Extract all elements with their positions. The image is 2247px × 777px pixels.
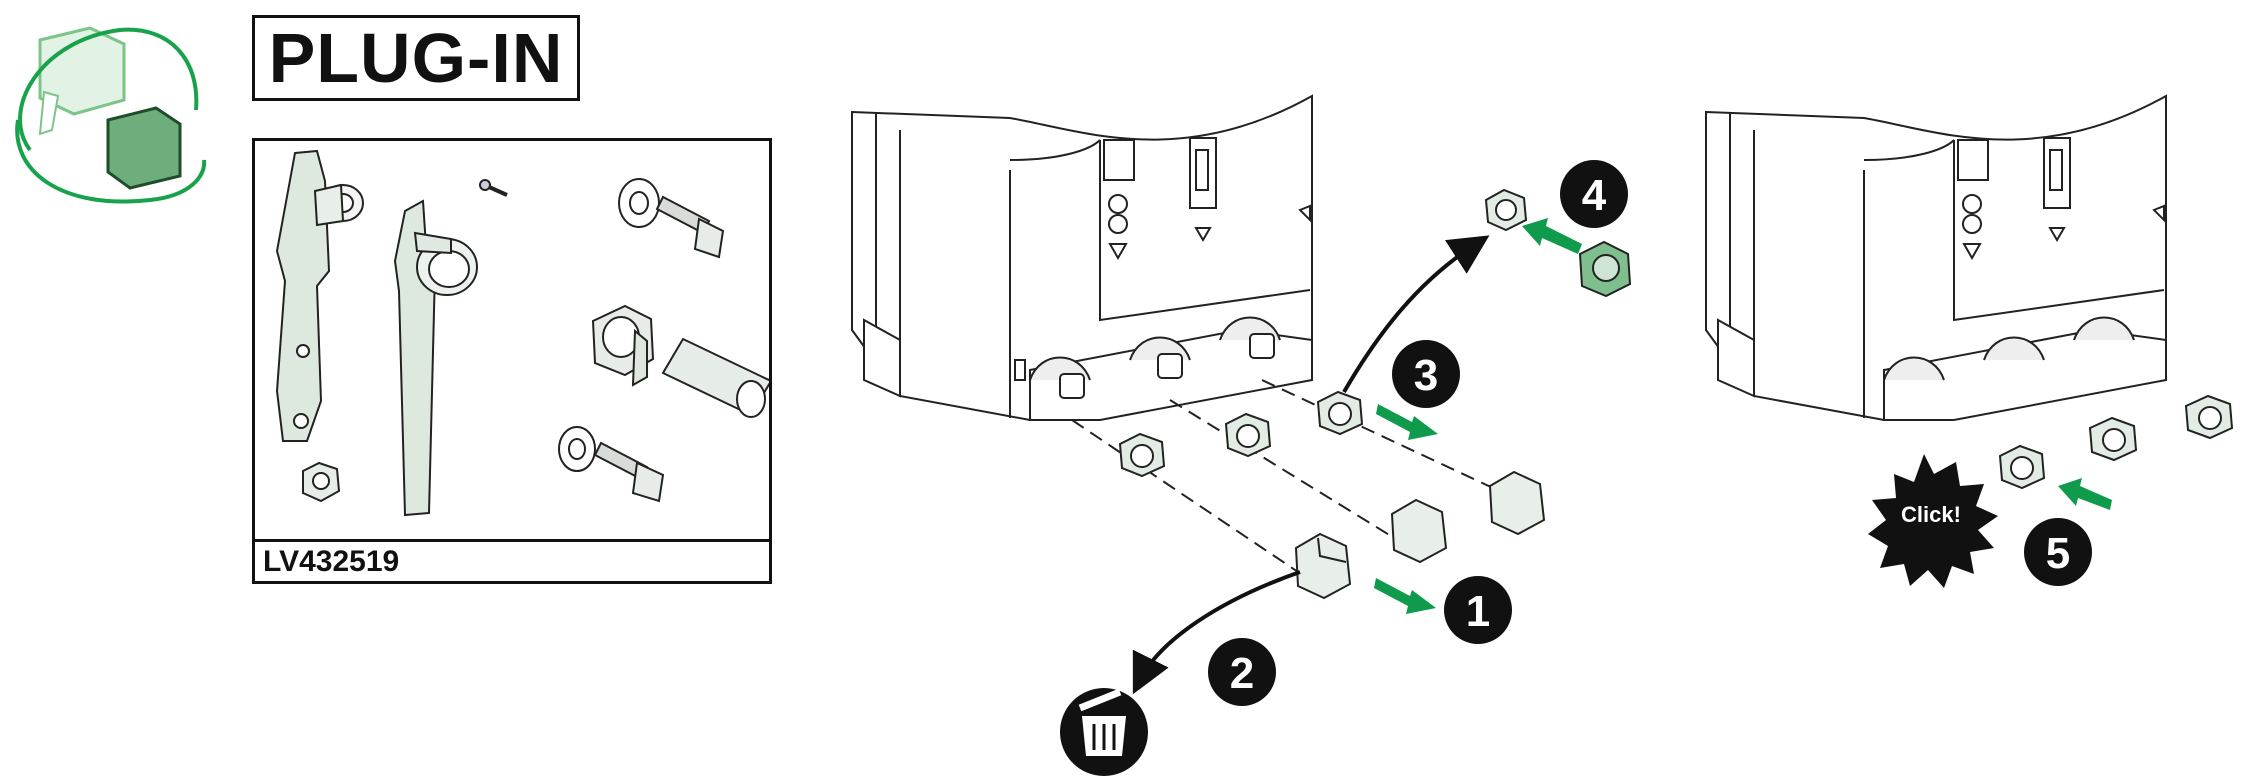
green-arrow-step-1 (1374, 578, 1436, 614)
nut-step-4-target (1484, 188, 1528, 232)
nut-left-2 (1224, 412, 1272, 458)
washer-and-bolt-bottom (558, 426, 665, 503)
cap-3 (1488, 470, 1546, 536)
step-badge-5: 5 (2024, 518, 2092, 586)
plug-in-cubes-icon (15, 26, 207, 204)
nut-left-1 (1118, 432, 1166, 478)
step-badge-2: 2 (1208, 638, 1276, 706)
green-arrow-step-3 (1376, 404, 1438, 440)
alignment-guides-left (1071, 379, 1541, 581)
click-label: Click! (1901, 502, 1961, 527)
washer-and-bolt-top (618, 178, 725, 259)
cap-2 (1390, 498, 1448, 564)
arrow-remove-to-trash (1132, 570, 1301, 695)
breaker-body-right (1705, 94, 2167, 422)
step-badge-1: 1 (1444, 576, 1512, 644)
connector-plate-left (275, 149, 364, 442)
kit-reference: LV432519 (263, 545, 400, 578)
nut-step-4-source (1578, 240, 1632, 298)
step-badge-3: 3 (1392, 340, 1460, 408)
arrow-nut-up (1342, 235, 1490, 394)
threaded-spacer (661, 337, 769, 418)
click-burst-icon: Click! (1868, 454, 1998, 588)
trash-can-icon (1060, 688, 1148, 776)
nut-right-3 (2184, 394, 2234, 440)
nut-right-2 (2088, 416, 2138, 462)
step-number-2: 2 (1230, 649, 1254, 698)
green-arrow-step-5 (2058, 478, 2112, 510)
step-number-4: 4 (1582, 171, 1607, 220)
step-number-5: 5 (2046, 529, 2070, 578)
step-number-1: 1 (1466, 587, 1490, 636)
nut-right-1 (1998, 444, 2046, 490)
page-title: PLUG-IN (268, 19, 564, 97)
small-screw (479, 179, 508, 197)
kit-contents-box: LV432519 (252, 138, 772, 584)
kit-parts-illustration (275, 149, 769, 517)
green-arrow-step-4 (1522, 218, 1582, 254)
hex-nut-small (302, 461, 341, 503)
step-badge-4: 4 (1560, 160, 1628, 228)
nut-left-3 (1316, 390, 1364, 436)
title-box: PLUG-IN (252, 15, 580, 101)
step-number-3: 3 (1414, 351, 1438, 400)
kit-divider (255, 539, 769, 542)
connector-plate-right (393, 199, 478, 517)
cap-removed-1 (1294, 532, 1352, 600)
breaker-body-left (851, 94, 1313, 422)
hex-sleeve (591, 304, 655, 387)
